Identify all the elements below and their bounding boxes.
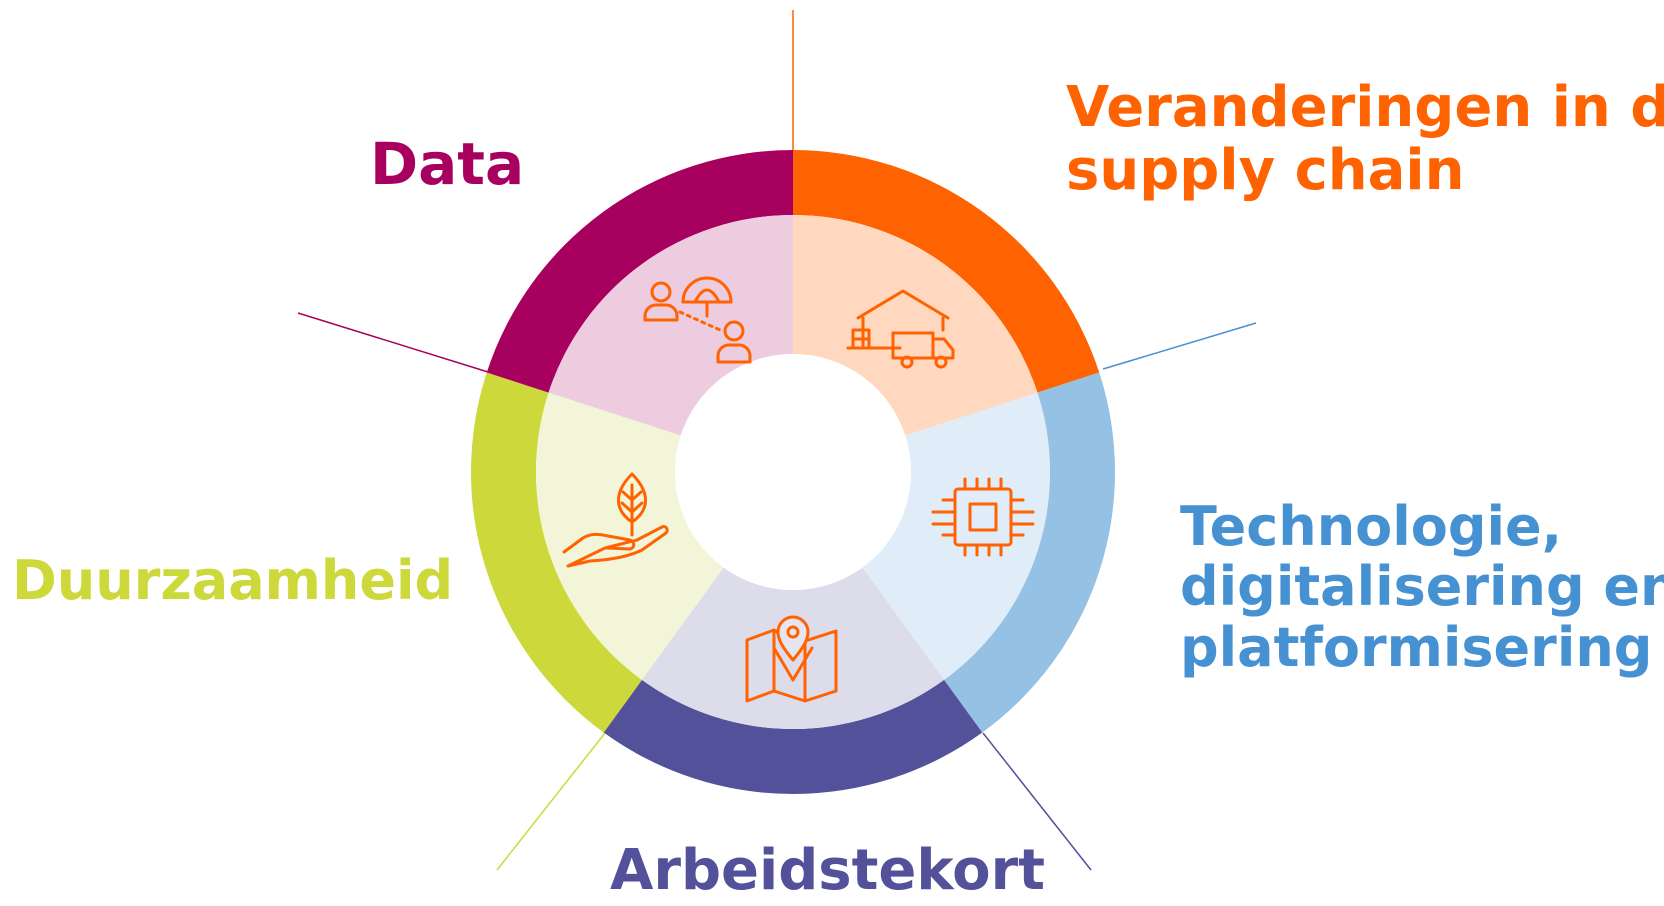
label-technologie-line-1: Technologie, [1180,495,1563,558]
ring-outer-arbeid [603,679,983,794]
people-umbrella-icon [643,276,752,364]
label-duurzaamheid: Duurzaamheid [12,549,454,612]
label-arbeidstekort: Arbeidstekort [610,838,1045,903]
microchip-icon [931,477,1035,557]
label-data: Data [370,130,525,198]
label-supply-chain: Veranderingen in de supply chain [1066,75,1664,203]
ring-outer-data [486,150,793,393]
center-hole [675,354,911,590]
divider-line-left [297,312,489,373]
divider-line-bottom-left [496,732,606,871]
label-supply-chain-line-2: supply chain [1066,137,1465,203]
hand-leaf-icon [562,472,669,568]
ring-outer-supply [793,150,1100,393]
divider-line-bottom-right [982,732,1092,871]
ring-outer-duur [470,372,642,733]
label-technologie-line-3: platformisering [1180,615,1653,679]
divider-line-right [1102,322,1257,370]
warehouse-truck-icon [846,289,955,369]
label-technologie-line-2: digitalisering en [1180,555,1664,619]
ring-inner-data [548,215,793,436]
label-technologie: Technologie, digitalisering en platformi… [1180,495,1664,679]
label-supply-chain-line-1: Veranderingen in de [1066,75,1664,140]
ring-outer-tech [944,372,1115,733]
ring-inner-duur [536,392,724,680]
ring-inner-supply [793,215,1038,436]
map-pin-icon [745,615,838,703]
